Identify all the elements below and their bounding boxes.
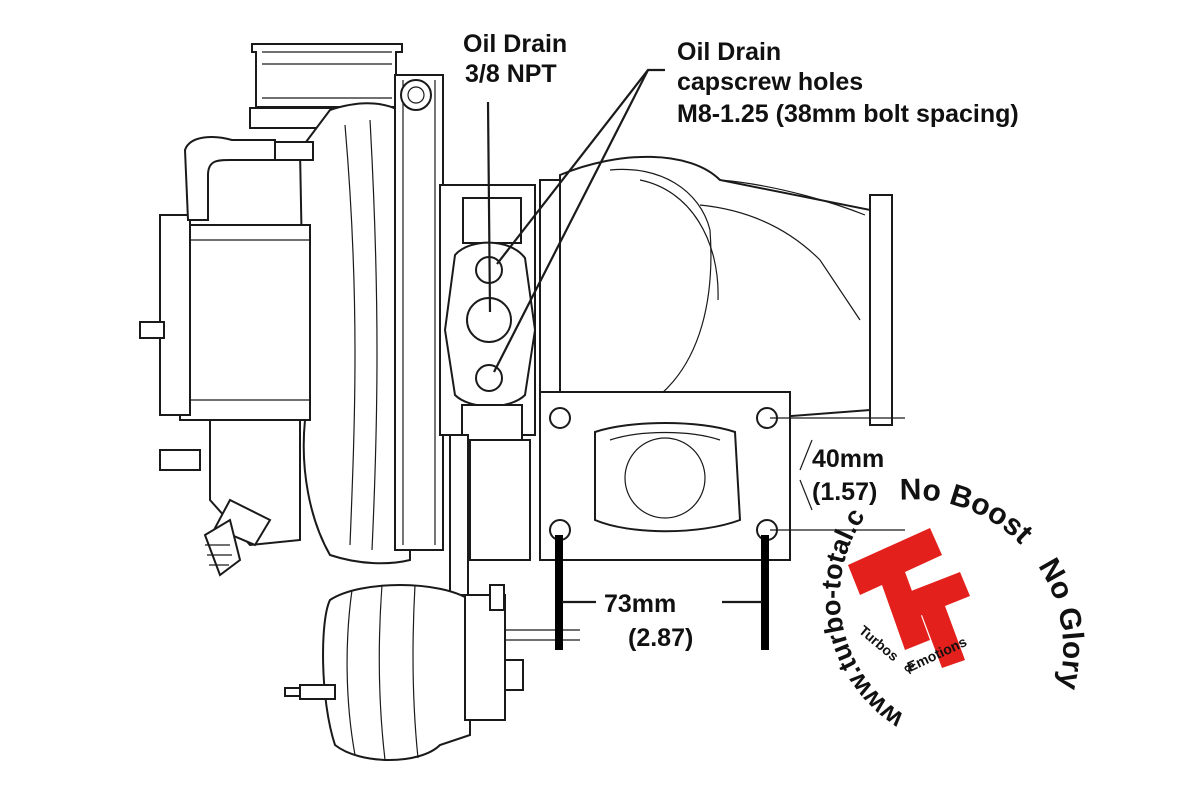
capscrew-hole-lower [475, 364, 503, 392]
badge-slogan-right: No Glory [1032, 553, 1089, 693]
badge-sub-turbos: Turbos [856, 622, 902, 664]
capscrew-leader-lower [493, 69, 649, 373]
oil-drain-title: Oil Drain [463, 30, 567, 58]
dim-horizontal-in: (2.87) [628, 624, 693, 652]
compressor-housing [139, 43, 444, 577]
capscrew-label-line1: Oil Drain [677, 38, 781, 66]
capscrew-label-line3: M8-1.25 (38mm bolt spacing) [677, 100, 1019, 128]
oil-drain-leader [486, 101, 492, 313]
oil-drain-flange [439, 184, 537, 446]
tt-logo-shape-1 [848, 528, 942, 650]
tt-logo [848, 528, 970, 668]
oil-drain-size: 3/8 NPT [465, 60, 557, 88]
leader-lines [486, 68, 665, 373]
bolt-spacing-dimension [555, 535, 769, 650]
turbine-housing [539, 155, 905, 561]
tt-logo-shape-2 [888, 572, 970, 668]
text-labels: Oil Drain 3/8 NPT Oil Drain capscrew hol… [463, 30, 1019, 652]
dim-horizontal-mm: 73mm [604, 590, 676, 618]
wastegate-actuator [284, 434, 580, 761]
dim-vertical-mm: 40mm [812, 445, 884, 473]
dim-vertical-in: (1.57) [812, 478, 877, 506]
capscrew-label-line2: capscrew holes [677, 68, 863, 96]
